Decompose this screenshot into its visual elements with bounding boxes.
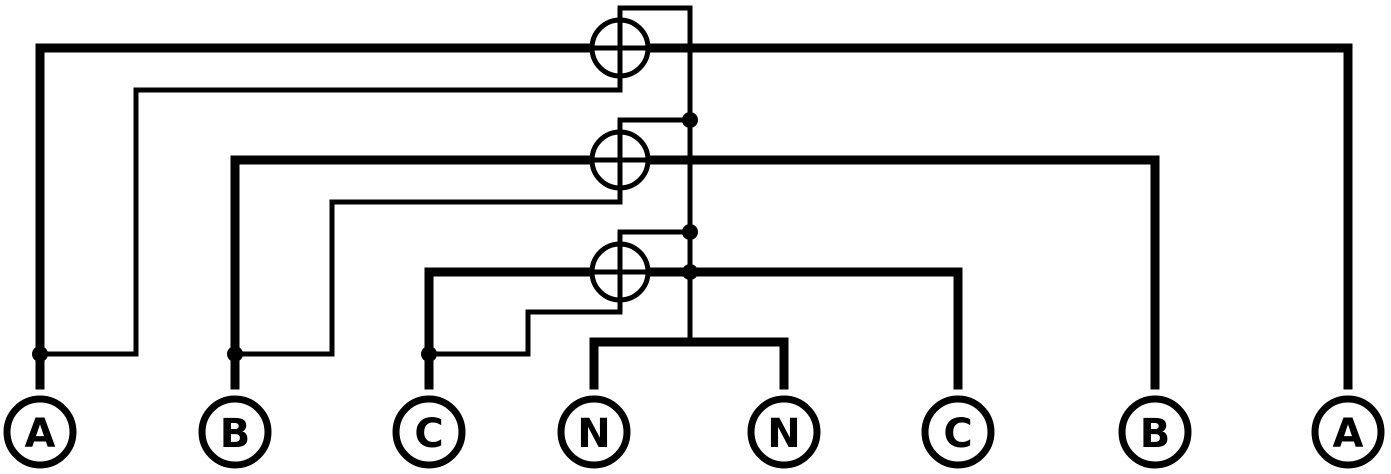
terminal-b-left: B (198, 395, 272, 469)
terminal-a-right: A (1311, 395, 1385, 469)
wire-neutral-terminals (589, 337, 789, 390)
svg-text:B: B (1140, 411, 1171, 457)
junction-dot (682, 224, 698, 240)
terminal-a-left: A (3, 395, 77, 469)
junction-dot (227, 346, 243, 362)
junction-dot (682, 264, 698, 280)
terminal-b-right: B (1118, 395, 1192, 469)
meter-element-c (589, 241, 651, 303)
junction-dot (32, 346, 48, 362)
terminal-c-left: C (392, 395, 466, 469)
wire-phase-a-current (35, 43, 1353, 390)
terminal-n-left: N (557, 395, 631, 469)
terminal-c-right: C (921, 395, 995, 469)
svg-text:A: A (25, 411, 56, 457)
wire-phase-c-current (424, 267, 963, 390)
meter-element-a (589, 17, 651, 79)
junction-dot (682, 112, 698, 128)
terminal-n-right: N (747, 395, 821, 469)
svg-text:B: B (220, 411, 251, 457)
svg-text:C: C (943, 411, 972, 457)
meter-element-b (589, 129, 651, 191)
svg-text:A: A (1333, 411, 1364, 457)
svg-text:C: C (414, 411, 443, 457)
svg-text:N: N (577, 411, 610, 457)
svg-text:N: N (767, 411, 800, 457)
junction-dot (421, 346, 437, 362)
wire-phase-b-current (230, 155, 1160, 390)
